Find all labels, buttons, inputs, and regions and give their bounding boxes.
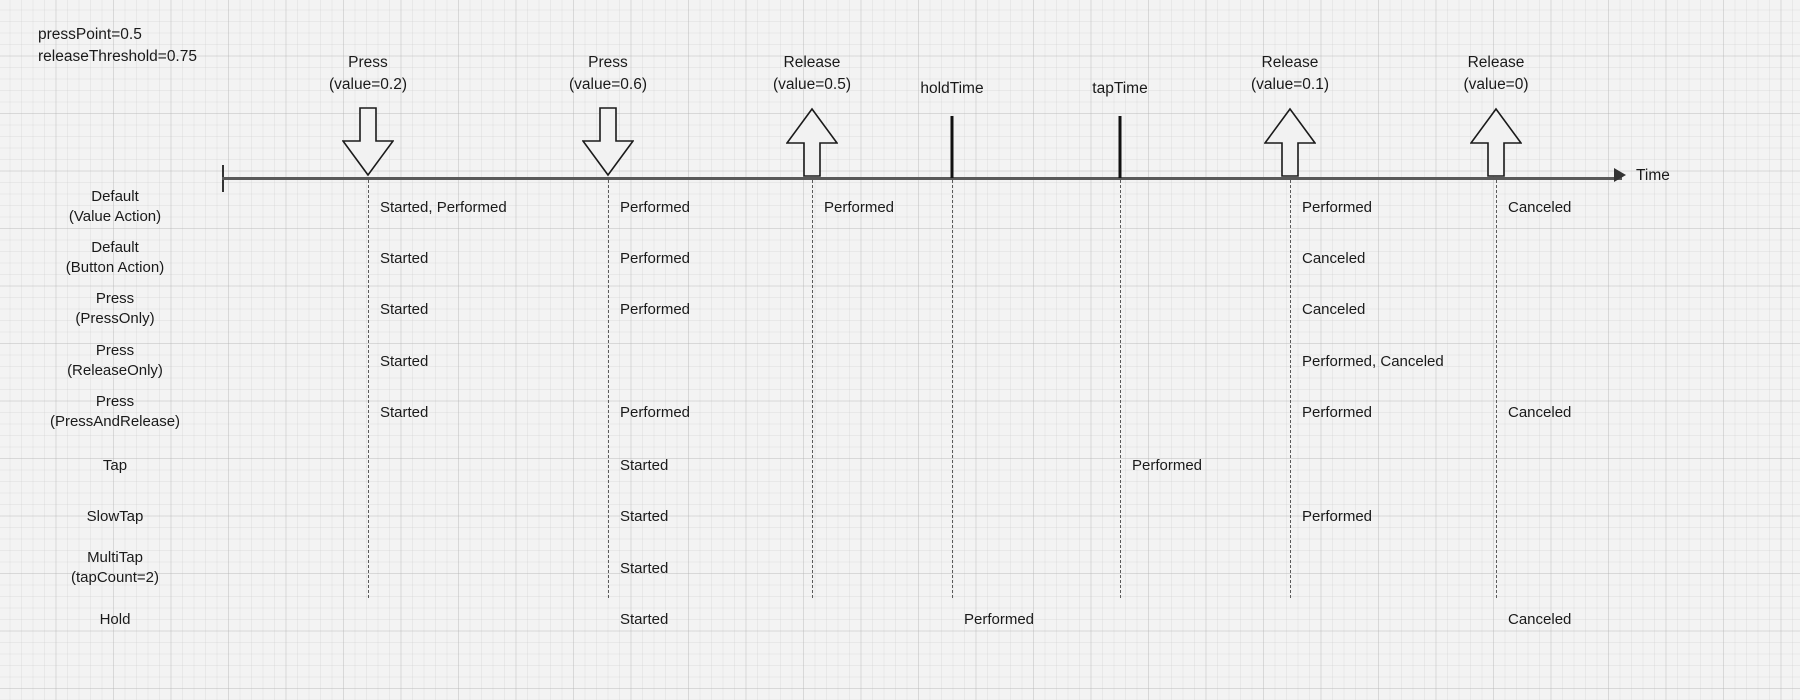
parameters-annotation: pressPoint=0.5 releaseThreshold=0.75 <box>38 26 197 65</box>
cell-8-release-3: Canceled <box>1508 611 1572 628</box>
cell-6-press-2: Started <box>620 508 669 525</box>
row-label-4: Press (PressAndRelease) <box>49 393 181 430</box>
cell-1-release-2: Canceled <box>1302 250 1366 267</box>
row-label-7: MultiTap (tapCount=2) <box>71 549 159 586</box>
cell-0-press-1: Started, Performed <box>380 199 507 216</box>
guide-line-hold-time <box>952 180 953 598</box>
marker-label-press-2: Press (value=0.6) <box>569 54 647 93</box>
marker-label-release-3: Release (value=0) <box>1463 54 1529 93</box>
marker-label-release-2: Release (value=0.1) <box>1251 54 1329 93</box>
arrow-up-icon-release-1 <box>786 107 838 177</box>
arrow-up-icon-release-3 <box>1470 107 1522 177</box>
cell-0-release-3: Canceled <box>1508 199 1572 216</box>
timeline-arrowhead-icon <box>1614 168 1626 182</box>
cell-3-release-2: Performed, Canceled <box>1302 353 1444 370</box>
guide-line-release-2 <box>1290 180 1291 598</box>
cell-4-release-2: Performed <box>1302 404 1373 421</box>
time-threshold-bar-tap-time <box>1118 116 1122 178</box>
marker-label-hold-time: holdTime <box>920 80 984 97</box>
guide-line-press-1 <box>368 180 369 598</box>
cell-4-press-2: Performed <box>620 404 691 421</box>
cell-4-release-3: Canceled <box>1508 404 1572 421</box>
row-label-1: Default (Button Action) <box>65 239 165 276</box>
cell-2-release-2: Canceled <box>1302 301 1366 318</box>
cell-0-press-2: Performed <box>620 199 691 216</box>
cell-4-press-1: Started <box>380 404 429 421</box>
cell-6-release-2: Performed <box>1302 508 1373 525</box>
cell-1-press-1: Started <box>380 250 429 267</box>
cell-0-release-1: Performed <box>824 199 895 216</box>
marker-label-tap-time: tapTime <box>1092 80 1148 97</box>
guide-line-tap-time <box>1120 180 1121 598</box>
cell-7-press-2: Started <box>620 560 669 577</box>
timeline-axis-label: Time <box>1636 167 1670 184</box>
cell-8-press-2: Started <box>620 611 669 628</box>
cell-2-press-1: Started <box>380 301 429 318</box>
cell-1-press-2: Performed <box>620 250 691 267</box>
guide-line-release-1 <box>812 180 813 598</box>
arrow-down-icon-press-2 <box>582 107 634 177</box>
row-label-3: Press (ReleaseOnly) <box>67 342 163 379</box>
row-label-6: SlowTap <box>86 508 144 525</box>
cell-2-press-2: Performed <box>620 301 691 318</box>
row-label-2: Press (PressOnly) <box>75 290 155 327</box>
arrow-up-icon-release-2 <box>1264 107 1316 177</box>
cell-0-release-2: Performed <box>1302 199 1373 216</box>
marker-label-press-1: Press (value=0.2) <box>329 54 407 93</box>
cell-5-press-2: Started <box>620 457 669 474</box>
guide-line-release-3 <box>1496 180 1497 598</box>
cell-3-press-1: Started <box>380 353 429 370</box>
row-label-8: Hold <box>99 611 131 628</box>
marker-label-release-1: Release (value=0.5) <box>773 54 851 93</box>
row-label-0: Default (Value Action) <box>68 188 162 225</box>
row-label-5: Tap <box>102 457 128 474</box>
cell-5-tap-time: Performed <box>1132 457 1203 474</box>
time-threshold-bar-hold-time <box>950 116 954 178</box>
cell-8-hold-time: Performed <box>964 611 1035 628</box>
timeline-axis <box>222 177 1622 180</box>
arrow-down-icon-press-1 <box>342 107 394 177</box>
guide-line-press-2 <box>608 180 609 598</box>
